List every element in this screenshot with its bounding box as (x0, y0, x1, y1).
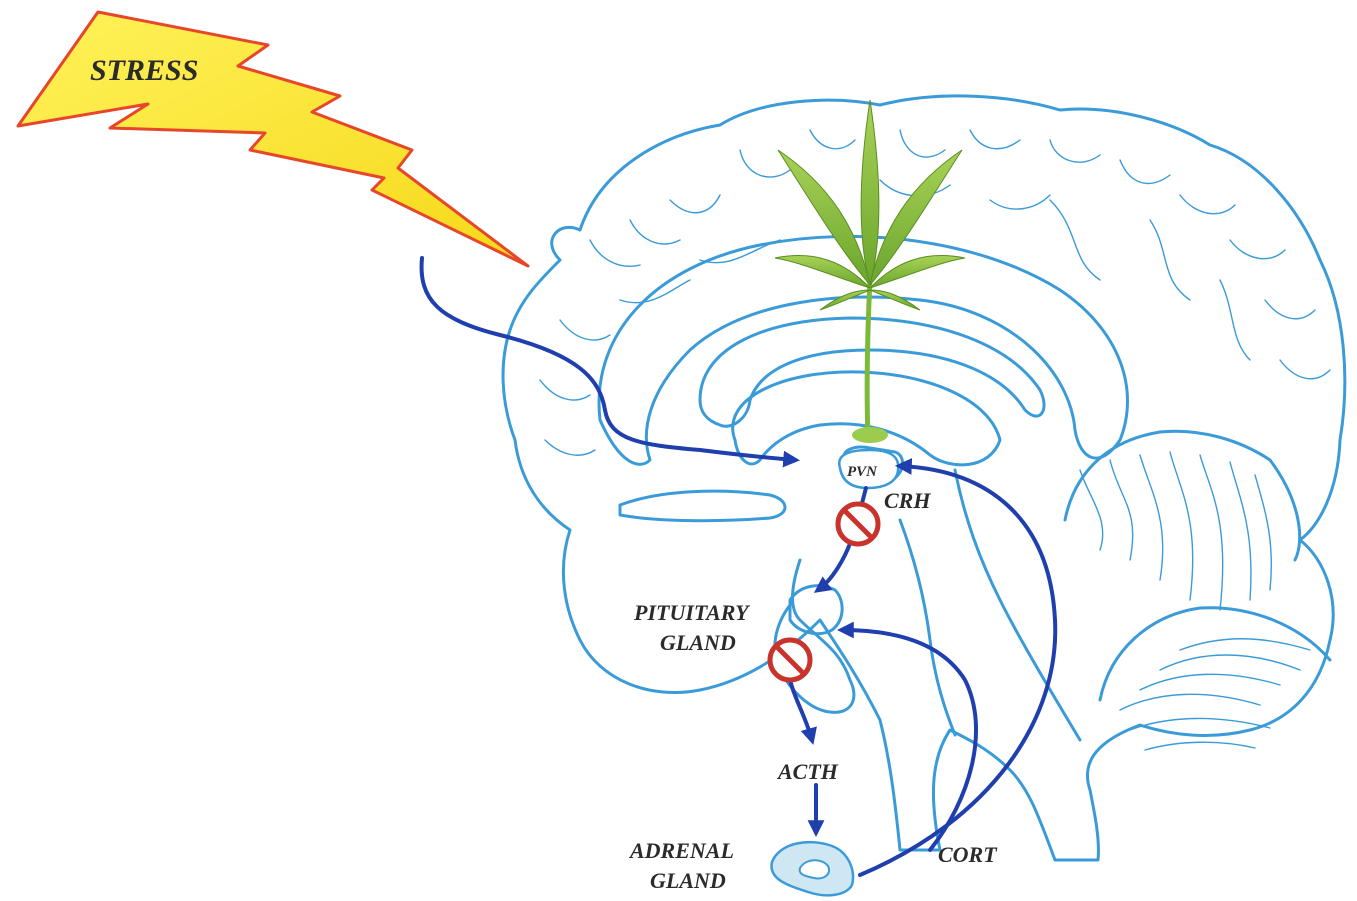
adrenal-gland-label-line2: GLAND (650, 868, 726, 893)
pituitary-gland-label-line2: GLAND (660, 630, 736, 655)
acth-block-icon (770, 640, 810, 680)
hpa-flow-arrows (422, 258, 1056, 875)
cerebellum-lobe (1100, 608, 1330, 700)
crh-block-icon (838, 504, 878, 544)
adrenal-gland-label-line1: ADRENAL (628, 838, 734, 863)
pvn-label: PVN (847, 464, 878, 480)
pituitary-gland-label-line1: PITUITARY (633, 600, 751, 625)
acth-release-arrow (790, 680, 812, 740)
crh-label: CRH (884, 488, 931, 513)
stress-label: STRESS (90, 54, 198, 87)
pituitary-outline (790, 586, 842, 634)
stress-to-pvn-arrow (422, 258, 795, 460)
adrenal-gland-icon (772, 842, 853, 895)
cort-label: CORT (938, 842, 998, 867)
stress-lightning-icon (18, 12, 528, 266)
cerebellum-outline (1065, 431, 1300, 560)
cannabis-leaf-icon (775, 100, 965, 443)
acth-label: ACTH (776, 759, 839, 784)
